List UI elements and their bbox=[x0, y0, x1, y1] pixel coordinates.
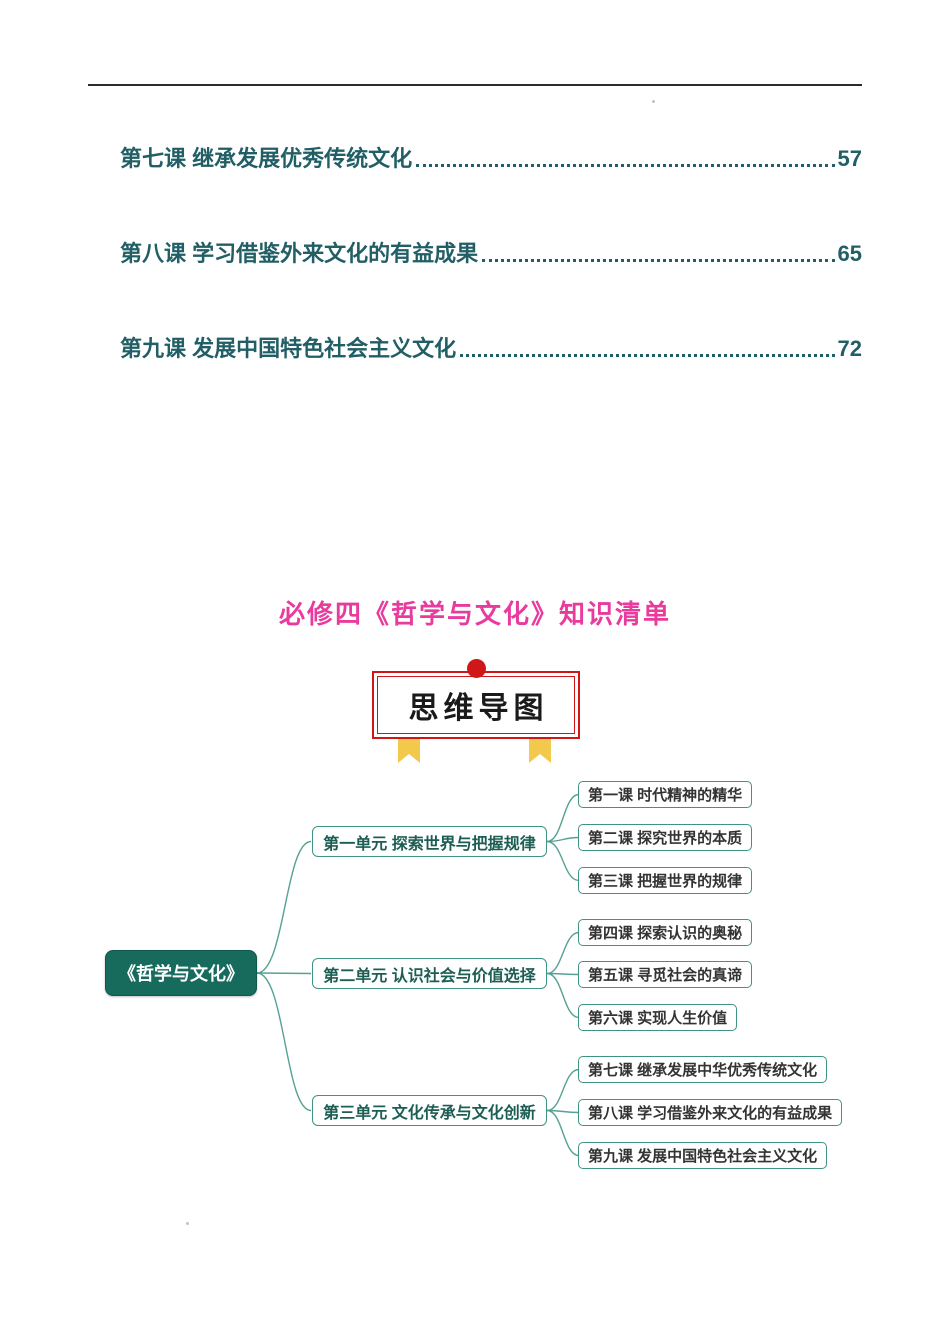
toc-entry: 第七课 继承发展优秀传统文化 57 bbox=[120, 142, 862, 174]
toc-entry-title: 第九课 发展中国特色社会主义文化 bbox=[120, 336, 457, 361]
toc-entry: 第九课 发展中国特色社会主义文化 72 bbox=[120, 332, 862, 364]
mindmap-lesson6-node: 第六课 实现人生价值 bbox=[578, 1004, 738, 1031]
mindmap-lesson2-node: 第二课 探究世界的本质 bbox=[578, 824, 753, 851]
toc-dot-leader bbox=[482, 259, 835, 262]
mindmap-lesson5-node: 第五课 寻觅社会的真谛 bbox=[578, 961, 753, 988]
mindmap-header-box: 思维导图 bbox=[372, 671, 580, 739]
toc-page-number: 57 bbox=[837, 146, 862, 171]
stray-mark bbox=[186, 1222, 189, 1225]
header-rule bbox=[88, 84, 862, 86]
toc-dot-leader bbox=[416, 164, 835, 167]
mindmap-lesson7-node: 第七课 继承发展中华优秀传统文化 bbox=[578, 1056, 828, 1083]
bookmark-ribbon-icon bbox=[529, 735, 551, 763]
toc-entry-title: 第七课 继承发展优秀传统文化 bbox=[120, 146, 413, 171]
mindmap-header-title: 思维导图 bbox=[408, 692, 549, 725]
section-title: 必修四《哲学与文化》知识清单 bbox=[278, 600, 671, 629]
toc-page-number: 72 bbox=[837, 336, 862, 361]
mindmap-unit1-node: 第一单元 探索世界与把握规律 bbox=[312, 826, 547, 857]
mindmap-lesson1-node: 第一课 时代精神的精华 bbox=[578, 781, 753, 808]
mindmap-lesson3-node: 第三课 把握世界的规律 bbox=[578, 867, 753, 894]
bookmark-ribbon-icon bbox=[398, 735, 420, 763]
mindmap-root-node: 《哲学与文化》 bbox=[105, 950, 257, 996]
mindmap-lesson9-node: 第九课 发展中国特色社会主义文化 bbox=[578, 1142, 828, 1169]
mindmap-lesson8-node: 第八课 学习借鉴外来文化的有益成果 bbox=[578, 1099, 843, 1126]
toc-dot-leader bbox=[460, 354, 835, 357]
toc-entry: 第八课 学习借鉴外来文化的有益成果 65 bbox=[120, 237, 862, 269]
red-dot-icon bbox=[467, 659, 486, 678]
mindmap-unit2-node: 第二单元 认识社会与价值选择 bbox=[312, 958, 547, 989]
stray-mark bbox=[652, 100, 655, 103]
mindmap-header-inner-frame: 思维导图 bbox=[377, 676, 575, 734]
toc-entry-title: 第八课 学习借鉴外来文化的有益成果 bbox=[120, 241, 479, 266]
toc-page-number: 65 bbox=[837, 241, 862, 266]
mindmap-unit3-node: 第三单元 文化传承与文化创新 bbox=[312, 1095, 547, 1126]
mindmap-lesson4-node: 第四课 探索认识的奥秘 bbox=[578, 919, 753, 946]
